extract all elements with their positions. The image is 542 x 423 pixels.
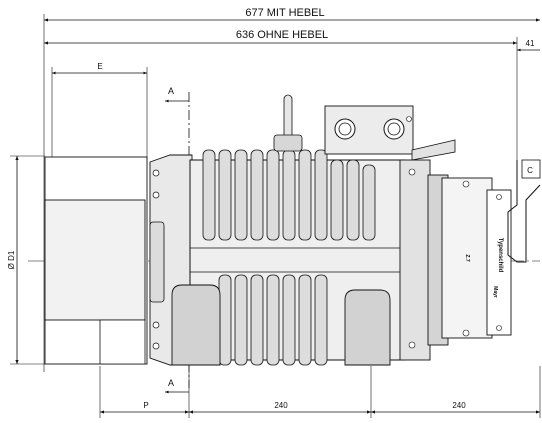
terminal-box: Typenschild Mayr Z.7	[464, 189, 512, 336]
edge-letter: C	[527, 166, 533, 175]
cooling-fins-upper	[202, 149, 376, 241]
motor-end-section	[399, 159, 493, 361]
lever-bracket: C	[507, 159, 541, 263]
dimension-label-41: 41	[526, 39, 535, 48]
side-label: Mayr	[492, 286, 498, 298]
dimension-overall-with-lever: 677 MIT HEBEL	[43, 7, 540, 372]
dimension-label-d1: Ø D1	[7, 250, 16, 269]
dimension-overall-without-lever: 636 OHNE HEBEL	[44, 29, 518, 160]
section-mark-a-top: A	[168, 86, 174, 96]
nameplate-label: Typenschild	[497, 238, 503, 273]
dimension-diameter: Ø D1	[7, 155, 45, 365]
lever-handle	[273, 94, 303, 152]
small-plate-label: Z.7	[464, 254, 470, 261]
coupling-housing	[44, 156, 148, 365]
section-mark-a-bottom: A	[168, 378, 174, 388]
dimension-label-240-right: 240	[452, 401, 466, 410]
mounting-foot-rear	[344, 289, 391, 366]
dimension-label-677: 677 MIT HEBEL	[245, 7, 324, 19]
dimension-label-240-left: 240	[274, 401, 288, 410]
dimension-bottom-chain: P 240 240	[99, 350, 541, 418]
dimension-label-p: P	[143, 401, 148, 410]
compressor-body	[149, 149, 406, 366]
cooling-fins-lower	[218, 274, 328, 366]
dimension-label-e: E	[97, 62, 102, 71]
dimension-lever-offset: 41	[517, 39, 540, 52]
valve-block	[324, 105, 456, 161]
mounting-foot-front	[171, 284, 221, 366]
dimension-label-636: 636 OHNE HEBEL	[236, 29, 328, 41]
